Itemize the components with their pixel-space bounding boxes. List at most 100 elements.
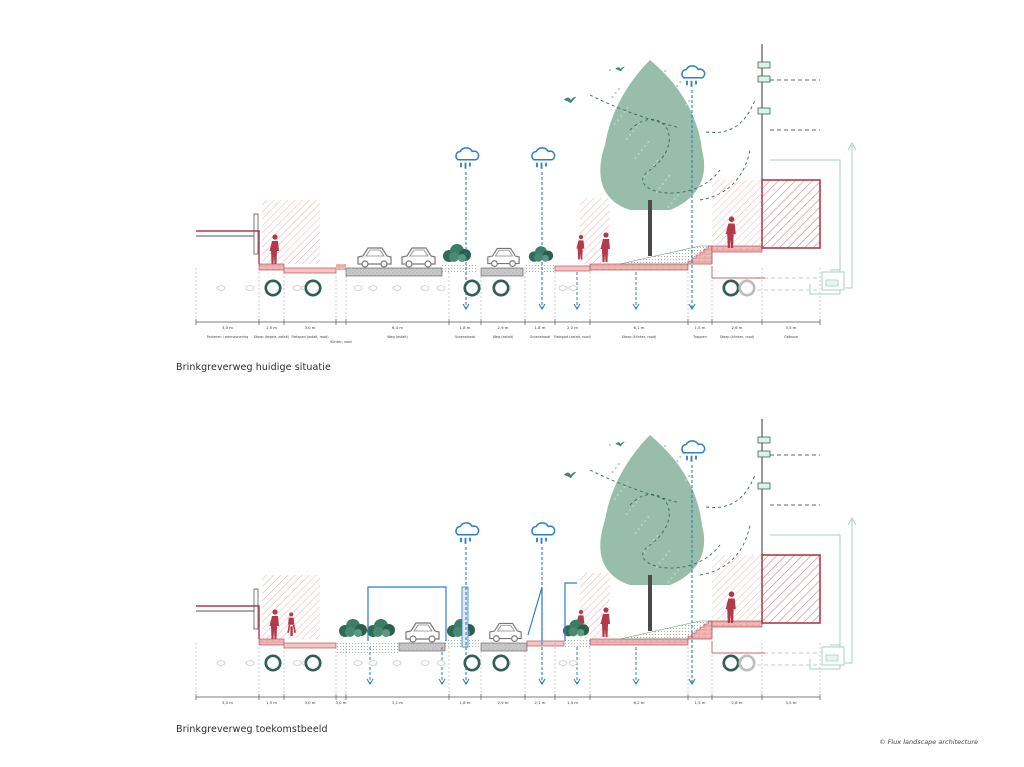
cable-icon — [558, 285, 568, 291]
segment-label: Stoep (tegels, asfalt) — [254, 335, 290, 339]
leaf-dot — [613, 122, 616, 126]
cable-icon — [420, 285, 430, 291]
leaf-dot — [640, 523, 644, 527]
cable-icon — [292, 660, 302, 666]
shade-hatch-right — [712, 180, 762, 246]
leaf-dot — [647, 515, 650, 519]
leaf-dot — [613, 497, 616, 501]
dimension-label: 6,2 m — [634, 700, 645, 705]
infiltration-arrow — [632, 303, 640, 310]
dimension-label: 1,8 m — [460, 325, 471, 330]
leaf-dot — [658, 186, 661, 190]
cable-icon — [436, 660, 446, 666]
bird-icon — [563, 96, 577, 104]
leaf-dot — [664, 444, 667, 448]
pipe-icon — [304, 279, 322, 297]
segment-label: Stoep (klinker, rood) — [622, 335, 657, 339]
vent-arrow — [847, 141, 857, 151]
dimension-label: 2,9 m — [498, 325, 509, 330]
dimension-label: 3,0 m — [222, 325, 233, 330]
leaf-dot — [656, 534, 659, 538]
cable-icon — [436, 285, 446, 291]
leaf-dot — [664, 553, 668, 557]
leaf-dot — [676, 84, 679, 88]
dimension-label: 1,8 m — [535, 325, 546, 330]
sidewalk-right — [589, 263, 689, 271]
vent-line-1 — [770, 534, 841, 646]
pipe-icon — [264, 654, 282, 672]
green-strip-2 — [564, 639, 590, 649]
balcony — [757, 107, 771, 115]
dimension-label: 2,8 m — [732, 700, 743, 705]
segment-label: Groenstrook — [455, 335, 476, 339]
leaf-dot — [635, 500, 638, 504]
cable-icon — [392, 660, 402, 666]
road-left — [398, 642, 446, 652]
airflow-path-3 — [705, 474, 756, 508]
upper-sidewalk — [711, 620, 763, 628]
sidewalk-right — [589, 638, 689, 646]
rain-arrow — [462, 678, 470, 686]
leaf-dot — [632, 129, 635, 133]
leaf-dot — [670, 201, 673, 205]
segment-label: Weg (asfalt) — [493, 335, 514, 339]
tree-crown — [600, 435, 705, 585]
dimension-label: 2,0 m — [567, 325, 578, 330]
leaf-dot — [655, 190, 658, 194]
foundation-line — [711, 641, 765, 654]
runoff-line — [367, 586, 447, 641]
rain-arrow — [688, 303, 696, 311]
bird-icon — [615, 66, 625, 72]
leaf-dot — [658, 561, 661, 565]
pipe-icon — [264, 279, 282, 297]
leaf-dot — [616, 118, 620, 122]
green-strip-wide — [336, 641, 399, 653]
leaf-dot — [640, 148, 644, 152]
caption-future: Brinkgreverweg toekomstbeeld — [176, 724, 328, 735]
leaf-dot — [637, 152, 640, 156]
tree-trunk — [648, 575, 652, 631]
dimension-label: 2,1 m — [535, 700, 546, 705]
bush-icon — [443, 244, 471, 262]
leaf-dot — [644, 144, 647, 148]
balcony — [757, 61, 771, 69]
leaf-dot — [646, 171, 649, 175]
leaf-dot — [623, 110, 626, 114]
road-right — [480, 642, 528, 652]
airflow-path — [629, 118, 721, 194]
segment-label: Fietspad (asfalt, rood) — [291, 335, 329, 339]
leaf-dot — [652, 538, 656, 542]
leaf-dot — [673, 572, 676, 576]
cable-icon — [368, 285, 378, 291]
leaf-dot — [626, 106, 629, 110]
infiltration-arrow — [366, 678, 374, 685]
dimension-label: 1,5 m — [266, 325, 277, 330]
pipe-icon — [722, 654, 740, 672]
leaf-dot — [625, 512, 628, 516]
leaf-dot — [643, 175, 646, 179]
airflow-path-3 — [705, 99, 756, 133]
leaf-dot — [655, 565, 658, 569]
shade-hatch-left — [262, 200, 320, 264]
leaf-dot — [679, 80, 682, 84]
balcony — [757, 450, 771, 458]
segment-label: Klinker, rood — [330, 340, 351, 344]
balcony — [757, 482, 771, 490]
sidewalk-left — [258, 638, 285, 646]
bike-lane-right — [554, 265, 591, 272]
airflow-path-2 — [589, 469, 681, 504]
leaf-dot — [608, 443, 612, 447]
leaf-dot — [625, 137, 628, 141]
infiltration-arrow — [438, 678, 446, 685]
pipe-icon — [463, 654, 481, 672]
bike-lane-left — [283, 642, 337, 649]
foundation-line — [711, 266, 765, 279]
credit-text: © Flux landscape architecture — [879, 738, 978, 746]
cable-icon — [353, 285, 363, 291]
leaf-dot — [616, 493, 620, 497]
dimension-label: 2,6 m — [732, 325, 743, 330]
pipe-icon — [304, 654, 322, 672]
rain-arrow — [538, 303, 546, 311]
